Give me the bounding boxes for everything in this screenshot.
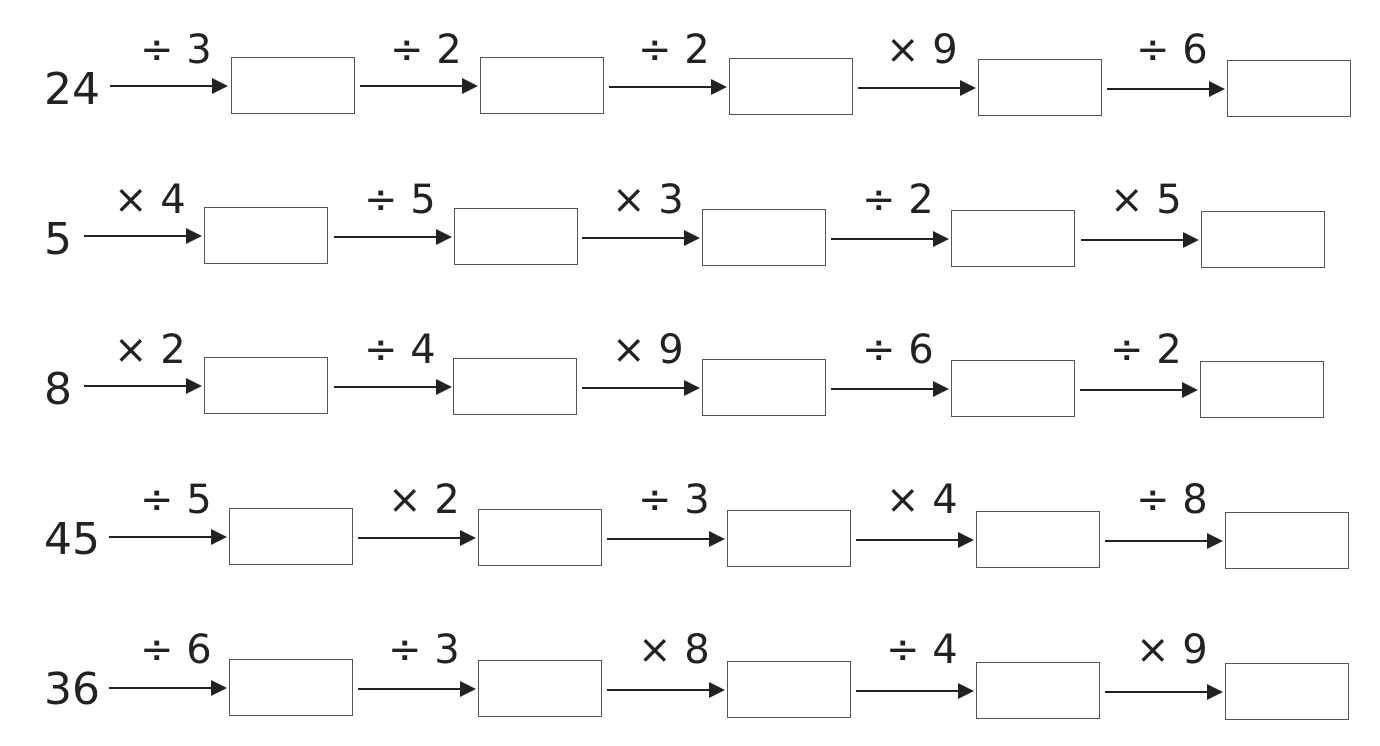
operation-label: ÷ 6 <box>1136 27 1208 73</box>
operation-label: ÷ 2 <box>390 27 462 73</box>
arrow-icon <box>858 80 976 96</box>
operation-label: ÷ 3 <box>140 27 212 73</box>
operation-label: × 5 <box>1110 177 1182 223</box>
answer-box[interactable] <box>229 659 353 716</box>
operation-label: ÷ 5 <box>140 477 212 523</box>
operation-label: ÷ 4 <box>886 627 958 673</box>
operation-label: × 9 <box>1136 627 1208 673</box>
operation-label: × 2 <box>114 327 186 373</box>
arrow-icon <box>109 680 227 696</box>
arrow-icon <box>358 530 476 546</box>
answer-box[interactable] <box>1200 361 1324 418</box>
operation-label: ÷ 2 <box>862 177 934 223</box>
arrow-icon <box>110 78 228 94</box>
arrow-icon <box>831 381 949 397</box>
arrow-icon <box>1080 382 1198 398</box>
operation-label: ÷ 2 <box>638 27 710 73</box>
answer-box[interactable] <box>1225 512 1349 569</box>
operation-label: ÷ 3 <box>638 477 710 523</box>
operation-label: ÷ 5 <box>364 177 436 223</box>
answer-box[interactable] <box>976 662 1100 719</box>
answer-box[interactable] <box>231 57 355 114</box>
answer-box[interactable] <box>1227 60 1351 117</box>
chain-row-5: 36 ÷ 6 ÷ 3 × 8 ÷ 4 × 9 <box>0 622 1380 742</box>
arrow-icon <box>856 683 974 699</box>
arrow-icon <box>1105 684 1223 700</box>
arrow-icon <box>1107 81 1225 97</box>
arrow-icon <box>334 229 452 245</box>
arrow-icon <box>1081 232 1199 248</box>
start-number: 36 <box>44 664 100 715</box>
answer-box[interactable] <box>229 508 353 565</box>
operation-label: × 4 <box>886 477 958 523</box>
answer-box[interactable] <box>951 210 1075 267</box>
arrow-icon <box>360 78 478 94</box>
answer-box[interactable] <box>454 208 578 265</box>
operation-label: × 4 <box>114 177 186 223</box>
start-number: 5 <box>44 214 72 265</box>
answer-box[interactable] <box>453 358 577 415</box>
answer-box[interactable] <box>978 59 1102 116</box>
chain-row-3: 8 × 2 ÷ 4 × 9 ÷ 6 ÷ 2 <box>0 322 1380 442</box>
arrow-icon <box>856 532 974 548</box>
arrow-icon <box>84 378 202 394</box>
chain-row-4: 45 ÷ 5 × 2 ÷ 3 × 4 ÷ 8 <box>0 472 1380 592</box>
operation-label: × 9 <box>886 27 958 73</box>
arrow-icon <box>1105 533 1223 549</box>
operation-label: × 2 <box>388 477 460 523</box>
arrow-icon <box>334 379 452 395</box>
answer-box[interactable] <box>951 360 1075 417</box>
operation-label: ÷ 6 <box>862 327 934 373</box>
start-number: 8 <box>44 364 72 415</box>
operation-label: ÷ 3 <box>388 627 460 673</box>
arrow-icon <box>831 231 949 247</box>
answer-box[interactable] <box>1201 211 1325 268</box>
start-number: 24 <box>44 64 100 115</box>
operation-label: ÷ 6 <box>140 627 212 673</box>
operation-label: ÷ 2 <box>1110 327 1182 373</box>
arrow-icon <box>607 682 725 698</box>
answer-box[interactable] <box>480 57 604 114</box>
answer-box[interactable] <box>1225 663 1349 720</box>
operation-label: ÷ 4 <box>364 327 436 373</box>
answer-box[interactable] <box>976 511 1100 568</box>
arrow-icon <box>358 681 476 697</box>
answer-box[interactable] <box>702 209 826 266</box>
answer-box[interactable] <box>727 510 851 567</box>
answer-box[interactable] <box>204 207 328 264</box>
start-number: 45 <box>44 514 100 565</box>
answer-box[interactable] <box>478 660 602 717</box>
chain-row-2: 5 × 4 ÷ 5 × 3 ÷ 2 × 5 <box>0 172 1380 292</box>
answer-box[interactable] <box>729 58 853 115</box>
operation-label: × 9 <box>612 327 684 373</box>
answer-box[interactable] <box>478 509 602 566</box>
chain-row-1: 24 ÷ 3 ÷ 2 ÷ 2 × 9 ÷ 6 <box>0 22 1380 142</box>
operation-label: ÷ 8 <box>1136 477 1208 523</box>
arrow-icon <box>109 529 227 545</box>
arrow-icon <box>607 531 725 547</box>
arrow-icon <box>582 380 700 396</box>
arrow-icon <box>582 230 700 246</box>
operation-label: × 3 <box>612 177 684 223</box>
arrow-icon <box>609 79 727 95</box>
answer-box[interactable] <box>702 359 826 416</box>
arrow-icon <box>84 228 202 244</box>
answer-box[interactable] <box>204 357 328 414</box>
operation-label: × 8 <box>638 627 710 673</box>
answer-box[interactable] <box>727 661 851 718</box>
